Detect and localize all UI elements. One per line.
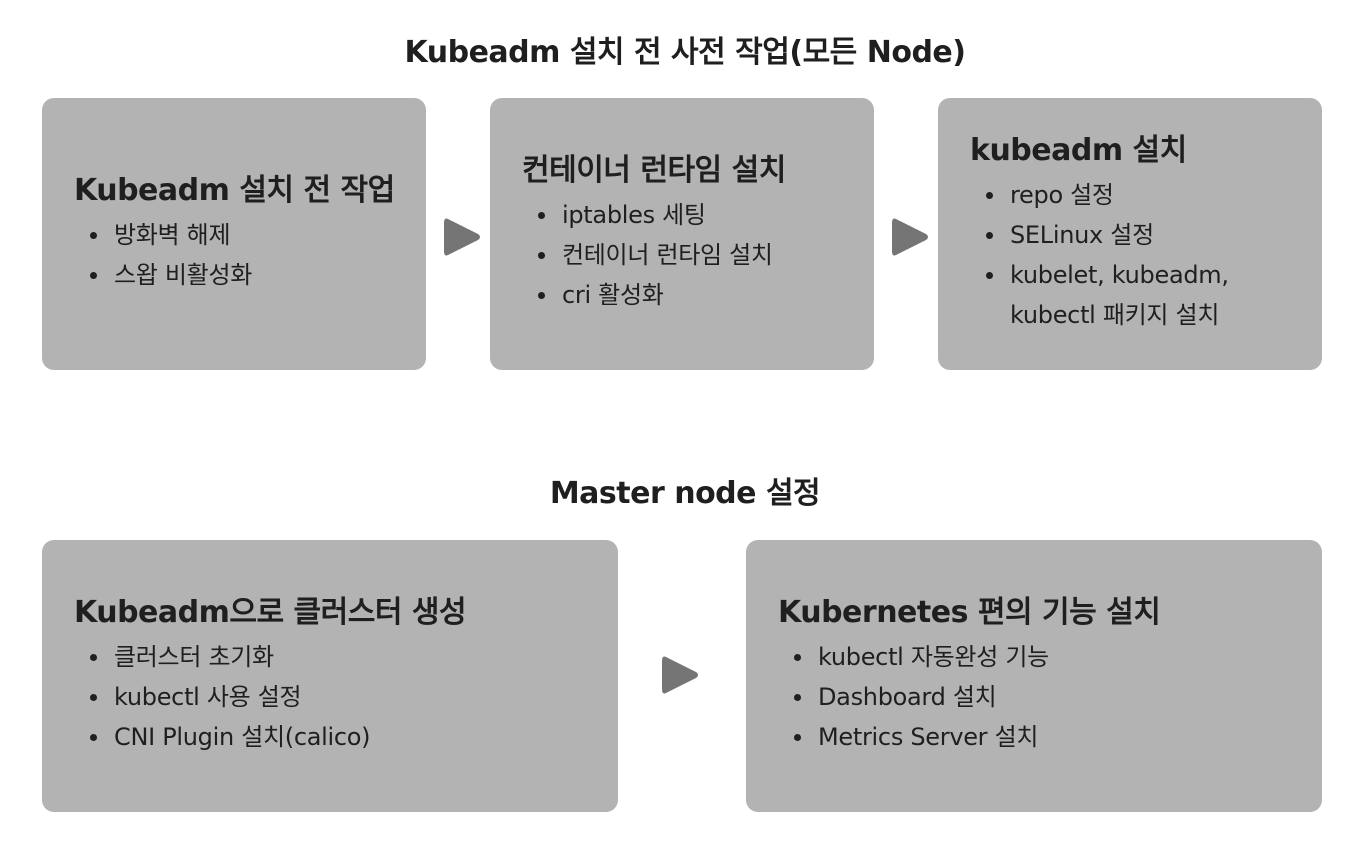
list-item: Dashboard 설치 xyxy=(792,677,1302,717)
section-title-master-node: Master node 설정 xyxy=(549,476,821,511)
list-item: kubectl 사용 설정 xyxy=(88,677,598,717)
arrow-right-icon xyxy=(892,218,928,256)
list-item: Metrics Server 설치 xyxy=(792,717,1302,757)
list-item: repo 설정 xyxy=(984,175,1302,215)
card-title: Kubeadm 설치 전 작업 xyxy=(74,173,395,208)
card-title: 컨테이너 런타임 설치 xyxy=(522,153,786,188)
card-create-cluster: Kubeadm으로 클러스터 생성 클러스터 초기화 kubectl 사용 설정… xyxy=(42,540,618,812)
arrow-right-icon xyxy=(444,218,480,256)
arrow-right-icon xyxy=(662,656,698,694)
card-title: Kubernetes 편의 기능 설치 xyxy=(778,595,1161,630)
card-title: Kubeadm으로 클러스터 생성 xyxy=(74,595,467,630)
card-title: kubeadm 설치 xyxy=(970,133,1187,168)
list-item: 클러스터 초기화 xyxy=(88,637,598,677)
card-pre-install-tasks: Kubeadm 설치 전 작업 방화벽 해제 스왑 비활성화 xyxy=(42,98,426,370)
card-container-runtime: 컨테이너 런타임 설치 iptables 세팅 컨테이너 런타임 설치 cri … xyxy=(490,98,874,370)
list-item: kubelet, kubeadm, xyxy=(984,255,1302,295)
list-item: iptables 세팅 xyxy=(536,195,854,235)
task-list: 클러스터 초기화 kubectl 사용 설정 CNI Plugin 설치(cal… xyxy=(74,637,598,757)
list-item: 컨테이너 런타임 설치 xyxy=(536,235,854,275)
list-item: SELinux 설정 xyxy=(984,215,1302,255)
card-convenience-features: Kubernetes 편의 기능 설치 kubectl 자동완성 기능 Dash… xyxy=(746,540,1322,812)
list-item: 스왑 비활성화 xyxy=(88,255,406,295)
task-list: iptables 세팅 컨테이너 런타임 설치 cri 활성화 xyxy=(522,195,854,315)
section-title-pre-install: Kubeadm 설치 전 사전 작업(모든 Node) xyxy=(404,35,966,70)
list-item: CNI Plugin 설치(calico) xyxy=(88,717,598,757)
list-item: cri 활성화 xyxy=(536,275,854,315)
list-item-continuation: kubectl 패키지 설치 xyxy=(1010,301,1220,329)
card-kubeadm-install: kubeadm 설치 repo 설정 SELinux 설정 kubelet, k… xyxy=(938,98,1322,370)
task-list: 방화벽 해제 스왑 비활성화 xyxy=(74,215,406,295)
list-item: kubectl 자동완성 기능 xyxy=(792,637,1302,677)
task-list: repo 설정 SELinux 설정 kubelet, kubeadm, kub… xyxy=(970,175,1302,335)
list-item: 방화벽 해제 xyxy=(88,215,406,255)
task-list: kubectl 자동완성 기능 Dashboard 설치 Metrics Ser… xyxy=(778,637,1302,757)
